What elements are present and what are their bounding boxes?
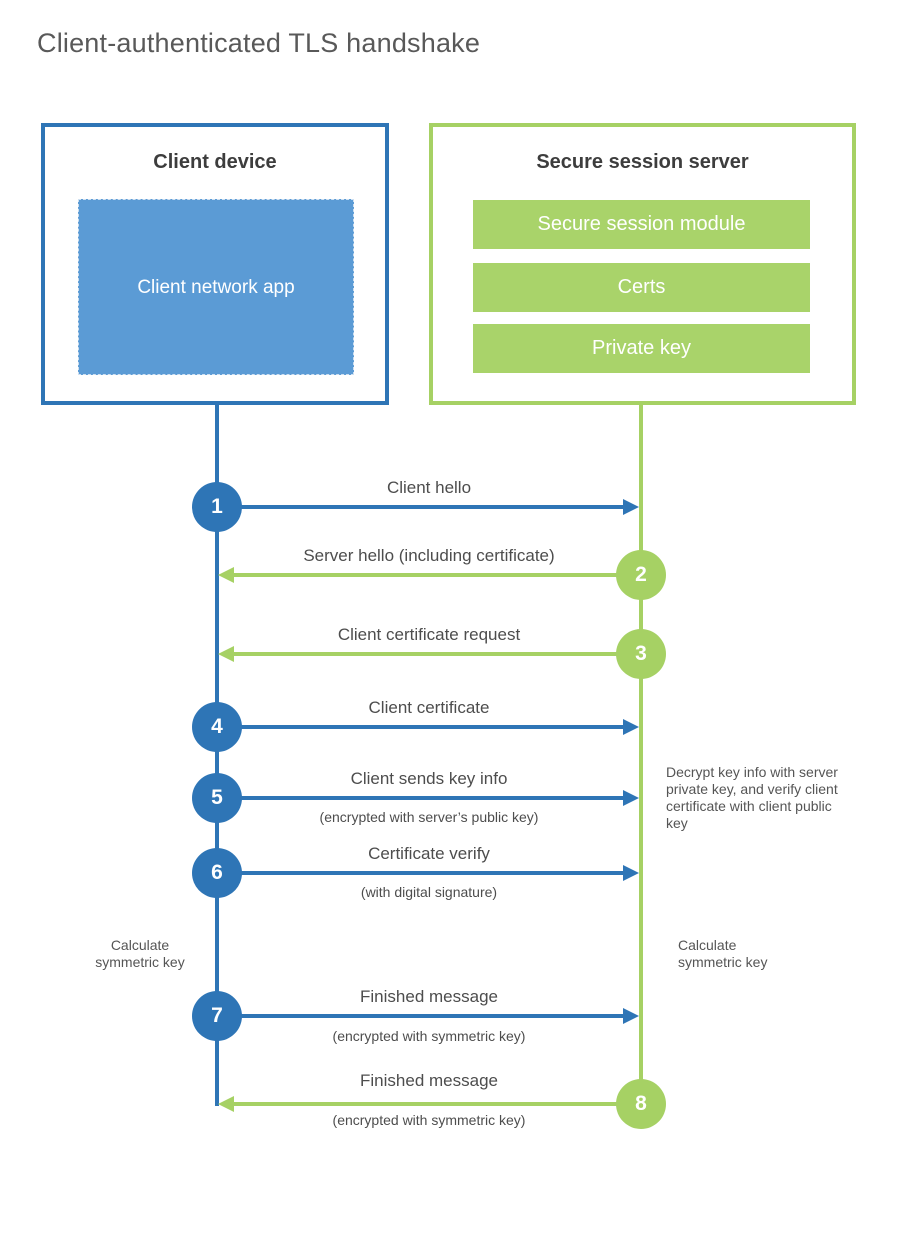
- server-lifeline: [639, 404, 643, 1104]
- step-5-arrow: [217, 790, 639, 806]
- step-2-circle: 2: [616, 550, 666, 600]
- step-7-circle: 7: [192, 991, 242, 1041]
- step-7-sublabel: (encrypted with symmetric key): [332, 1028, 526, 1044]
- step-7-arrow: [217, 1008, 639, 1024]
- page-title: Client-authenticated TLS handshake: [37, 28, 481, 58]
- step-4-label: Client certificate: [368, 698, 490, 717]
- step-6-circle: 6: [192, 848, 242, 898]
- step-8-arrow: [218, 1096, 639, 1112]
- step-7-label: Finished message: [360, 987, 498, 1006]
- step-6-sublabel: (with digital signature): [360, 884, 498, 900]
- server-calculate-note: Calculate symmetric key: [678, 937, 768, 970]
- certs-bar: Certs: [473, 263, 810, 312]
- server-decrypt-note: Decrypt key info with server private key…: [666, 764, 838, 831]
- client-network-app-box: Client network app: [78, 199, 354, 375]
- step-2-label: Server hello (including certificate): [303, 546, 555, 565]
- private-key-bar: Private key: [473, 324, 810, 373]
- step-8-circle: 8: [616, 1079, 666, 1129]
- step-8-label: Finished message: [360, 1071, 498, 1090]
- step-1-label: Client hello: [386, 478, 472, 497]
- step-6-arrow: [217, 865, 639, 881]
- step-5-sublabel: (encrypted with server’s public key): [319, 809, 539, 825]
- step-4-circle: 4: [192, 702, 242, 752]
- step-3-circle: 3: [616, 629, 666, 679]
- step-1-circle: 1: [192, 482, 242, 532]
- step-6-label: Certificate verify: [368, 844, 490, 863]
- step-5-circle: 5: [192, 773, 242, 823]
- client-calculate-note: Calculate symmetric key: [95, 937, 185, 970]
- secure-session-module-bar: Secure session module: [473, 200, 810, 249]
- step-2-arrow: [218, 567, 639, 583]
- server-title: Secure session server: [536, 151, 749, 173]
- step-5-label: Client sends key info: [350, 769, 508, 788]
- step-1-arrow: [217, 499, 639, 515]
- step-4-arrow: [217, 719, 639, 735]
- client-device-title: Client device: [153, 151, 277, 173]
- client-network-app-label: Client network app: [137, 276, 295, 298]
- step-8-sublabel: (encrypted with symmetric key): [332, 1112, 526, 1128]
- client-lifeline: [215, 404, 219, 1106]
- step-3-arrow: [218, 646, 639, 662]
- step-3-label: Client certificate request: [337, 625, 521, 644]
